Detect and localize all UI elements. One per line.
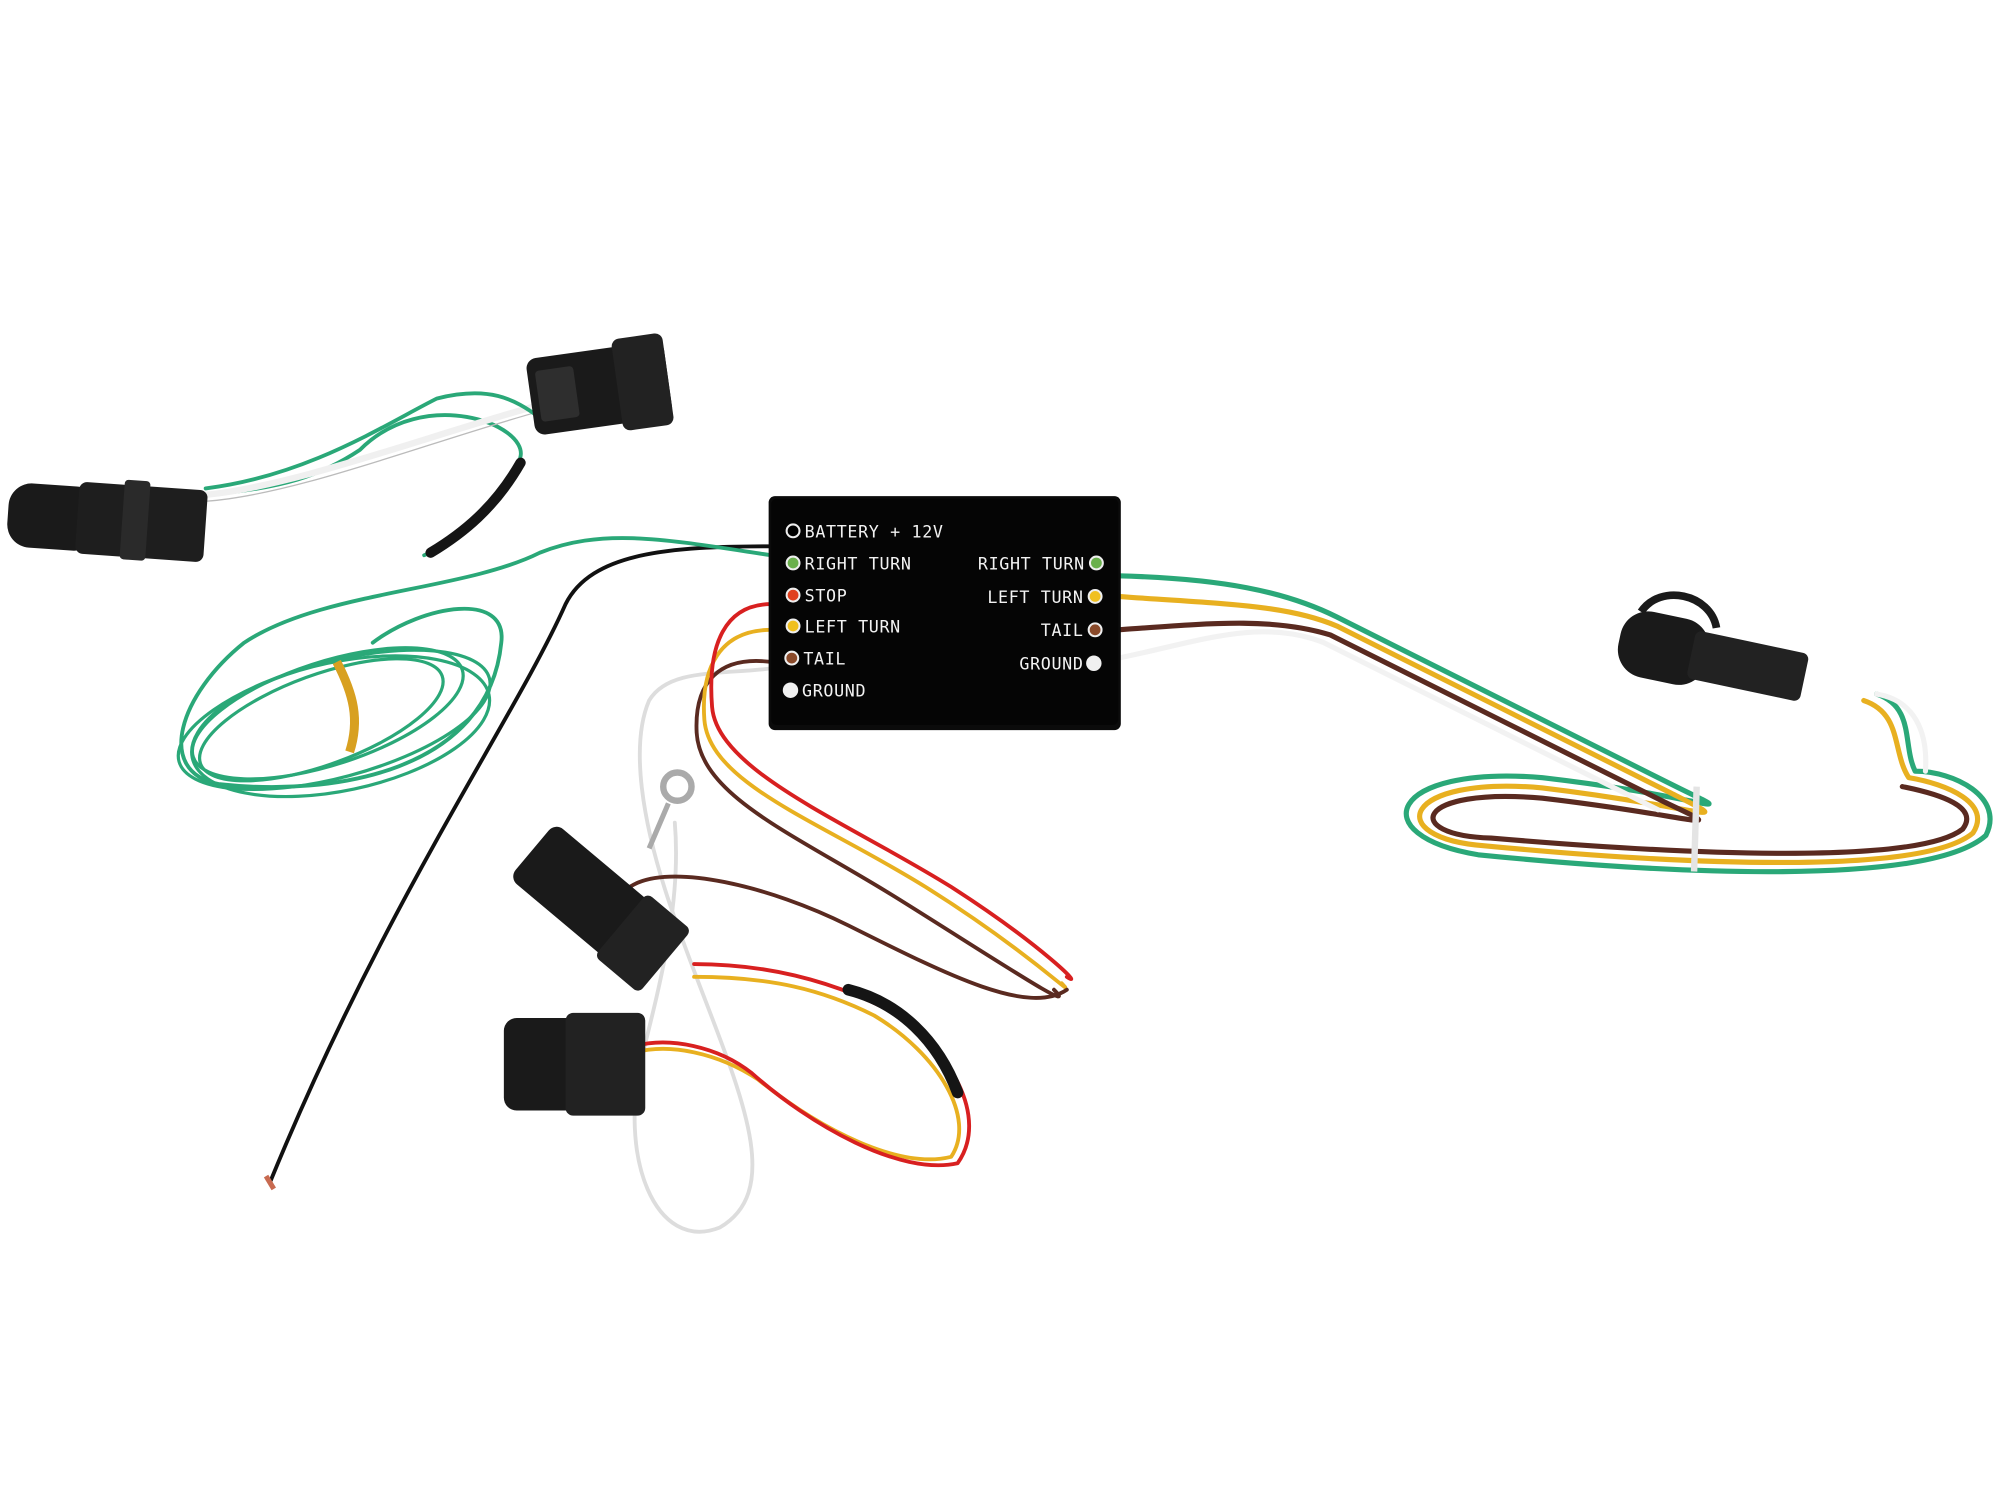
- indicator-dot-icon: [1087, 588, 1103, 604]
- input-terminal-stop: STOP: [785, 586, 848, 606]
- input-label: LEFT TURN: [805, 616, 901, 636]
- four-way-plug: [1617, 591, 1809, 701]
- tail-light-converter-box: BATTERY + 12V RIGHT TURN STOP LEFT TURN …: [768, 496, 1121, 731]
- output-terminal-right-turn: RIGHT TURN: [978, 553, 1104, 573]
- indicator-dot-icon: [785, 555, 801, 571]
- red-stop-wire: [709, 602, 1074, 981]
- input-terminal-right-turn: RIGHT TURN: [785, 553, 912, 573]
- lower-lower-connector: [503, 1012, 646, 1116]
- input-terminal-battery: BATTERY + 12V: [785, 521, 944, 541]
- output-label: LEFT TURN: [987, 587, 1083, 607]
- heat-shrink-lower: [842, 983, 964, 1099]
- green-pigtail-wire: [203, 391, 542, 491]
- indicator-dot-icon: [785, 587, 801, 603]
- white-ground-wire: [632, 666, 774, 1234]
- white-pigtail-wire: [202, 401, 544, 499]
- four-way-flat-cable: [1115, 573, 1993, 875]
- ring-terminal: [646, 769, 695, 850]
- input-terminal-left-turn: LEFT TURN: [785, 616, 901, 636]
- indicator-dot-icon: [785, 523, 801, 539]
- lower-upper-connector: [513, 826, 689, 991]
- bundle-return-red: [627, 962, 971, 1168]
- white-pigtail-wire-outline: [205, 410, 541, 502]
- upper-right-connector: [526, 333, 674, 435]
- output-label: GROUND: [1019, 654, 1083, 674]
- upper-left-connector: [7, 479, 208, 562]
- green-wire-coil: [176, 646, 492, 799]
- input-label: STOP: [805, 586, 848, 606]
- output-label: TAIL: [1041, 620, 1084, 640]
- cable-tie: [1690, 786, 1700, 872]
- input-terminal-ground: GROUND: [782, 681, 866, 701]
- input-terminal-tail: TAIL: [784, 649, 846, 669]
- indicator-dot-icon: [785, 618, 801, 634]
- indicator-dot-icon: [784, 650, 800, 666]
- output-terminal-ground: GROUND: [1019, 654, 1102, 674]
- indicator-dot-icon: [782, 682, 799, 698]
- indicator-dot-icon: [1086, 655, 1102, 671]
- input-label: RIGHT TURN: [805, 553, 912, 573]
- wire-end-copper: [263, 1174, 276, 1191]
- input-label: TAIL: [803, 649, 846, 669]
- indicator-dot-icon: [1087, 622, 1103, 638]
- green-wire: [179, 536, 774, 789]
- bundle-return-yellow: [627, 974, 962, 1162]
- input-label: GROUND: [802, 681, 866, 701]
- bundle-return: [627, 874, 1069, 1000]
- heat-shrink: [425, 457, 526, 558]
- indicator-dot-icon: [1088, 555, 1104, 571]
- output-terminal-left-turn: LEFT TURN: [987, 587, 1103, 607]
- input-label: BATTERY + 12V: [805, 521, 944, 541]
- output-label: RIGHT TURN: [978, 553, 1085, 573]
- black-power-wire: [267, 544, 774, 1185]
- output-terminal-tail: TAIL: [1041, 620, 1103, 640]
- cable-tie-band: [332, 659, 360, 754]
